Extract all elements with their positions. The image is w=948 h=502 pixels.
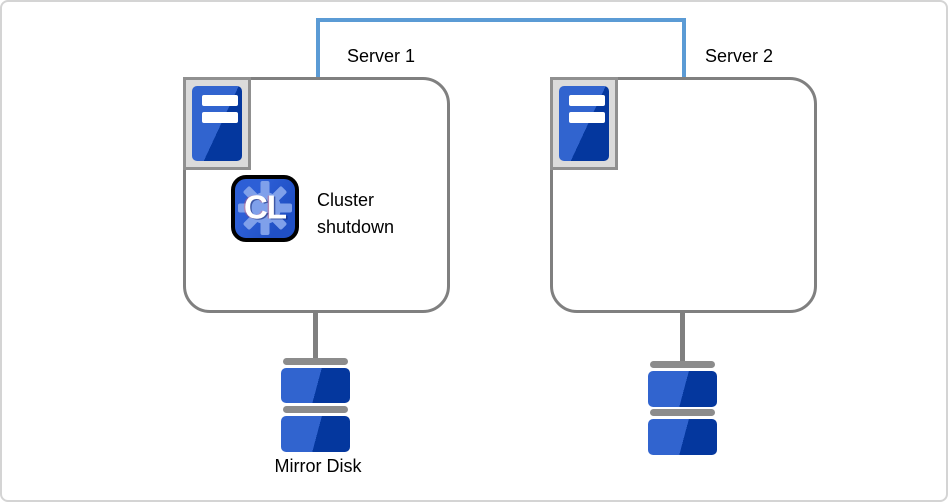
interconnect-line-horizontal [316,18,686,22]
mirror-disk-label: Mirror Disk [274,456,362,476]
mirror-disk-cap [283,406,348,413]
interconnect-line-server2 [682,18,686,77]
mirror-disk-cap [650,361,715,368]
mirror-disk-platter [281,368,350,403]
cluster-shutdown-label: Cluster shutdown [317,190,395,237]
server1-label: Server 1 [347,46,416,66]
server2-icon-tray [550,77,618,170]
server-slot-icon [569,112,605,123]
disk-connector-line-server1 [313,311,318,359]
cluster-app-icon: CL [231,175,299,242]
server-slot-icon [202,112,238,123]
mirror-disk-platter [281,416,350,452]
mirror-disk-platter [648,419,717,455]
server-slot-icon [569,95,605,106]
server1-icon-tray [183,77,251,170]
gear-icon [238,181,292,235]
server-slot-icon [202,95,238,106]
server2-label: Server 2 [705,46,774,66]
server-icon [559,86,609,161]
interconnect-line-server1 [316,18,320,77]
mirror-disk-cap [650,409,715,416]
mirror-disk-platter [648,371,717,407]
server-icon [192,86,242,161]
mirror-disk-cap [283,358,348,365]
cluster-app-icon-label: CL [244,187,287,225]
disk-connector-line-server2 [680,311,685,362]
